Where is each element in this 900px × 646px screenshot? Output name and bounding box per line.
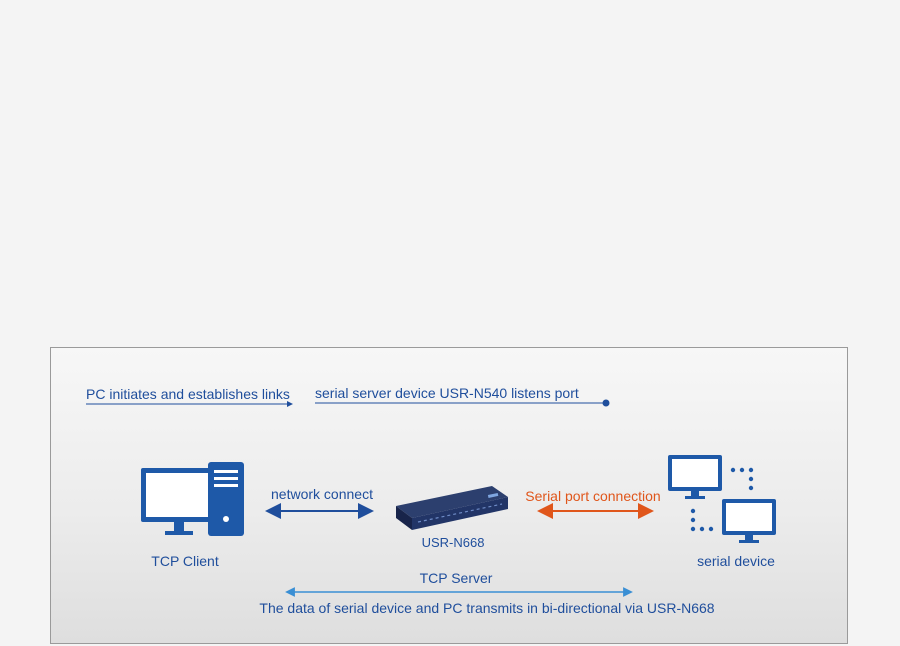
network-connect-label: network connect — [271, 486, 373, 502]
pc-icon — [141, 462, 244, 536]
top-right-underline-dot — [602, 399, 610, 407]
serial-port-connection-label: Serial port connection — [525, 488, 661, 504]
tcp-client-label: TCP Client — [151, 553, 219, 569]
bottom-caption: The data of serial device and PC transmi… — [259, 600, 715, 616]
serial-device-label: serial device — [697, 553, 775, 569]
serial-device-icon — [668, 455, 776, 543]
tcp-server-label: TCP Server — [419, 570, 493, 586]
top-left-caption: PC initiates and establishes links — [86, 386, 290, 402]
usr-n668-device-icon — [396, 486, 508, 530]
usr-n668-label: USR-N668 — [421, 535, 485, 550]
top-right-caption: serial server device USR-N540 listens po… — [315, 385, 579, 401]
